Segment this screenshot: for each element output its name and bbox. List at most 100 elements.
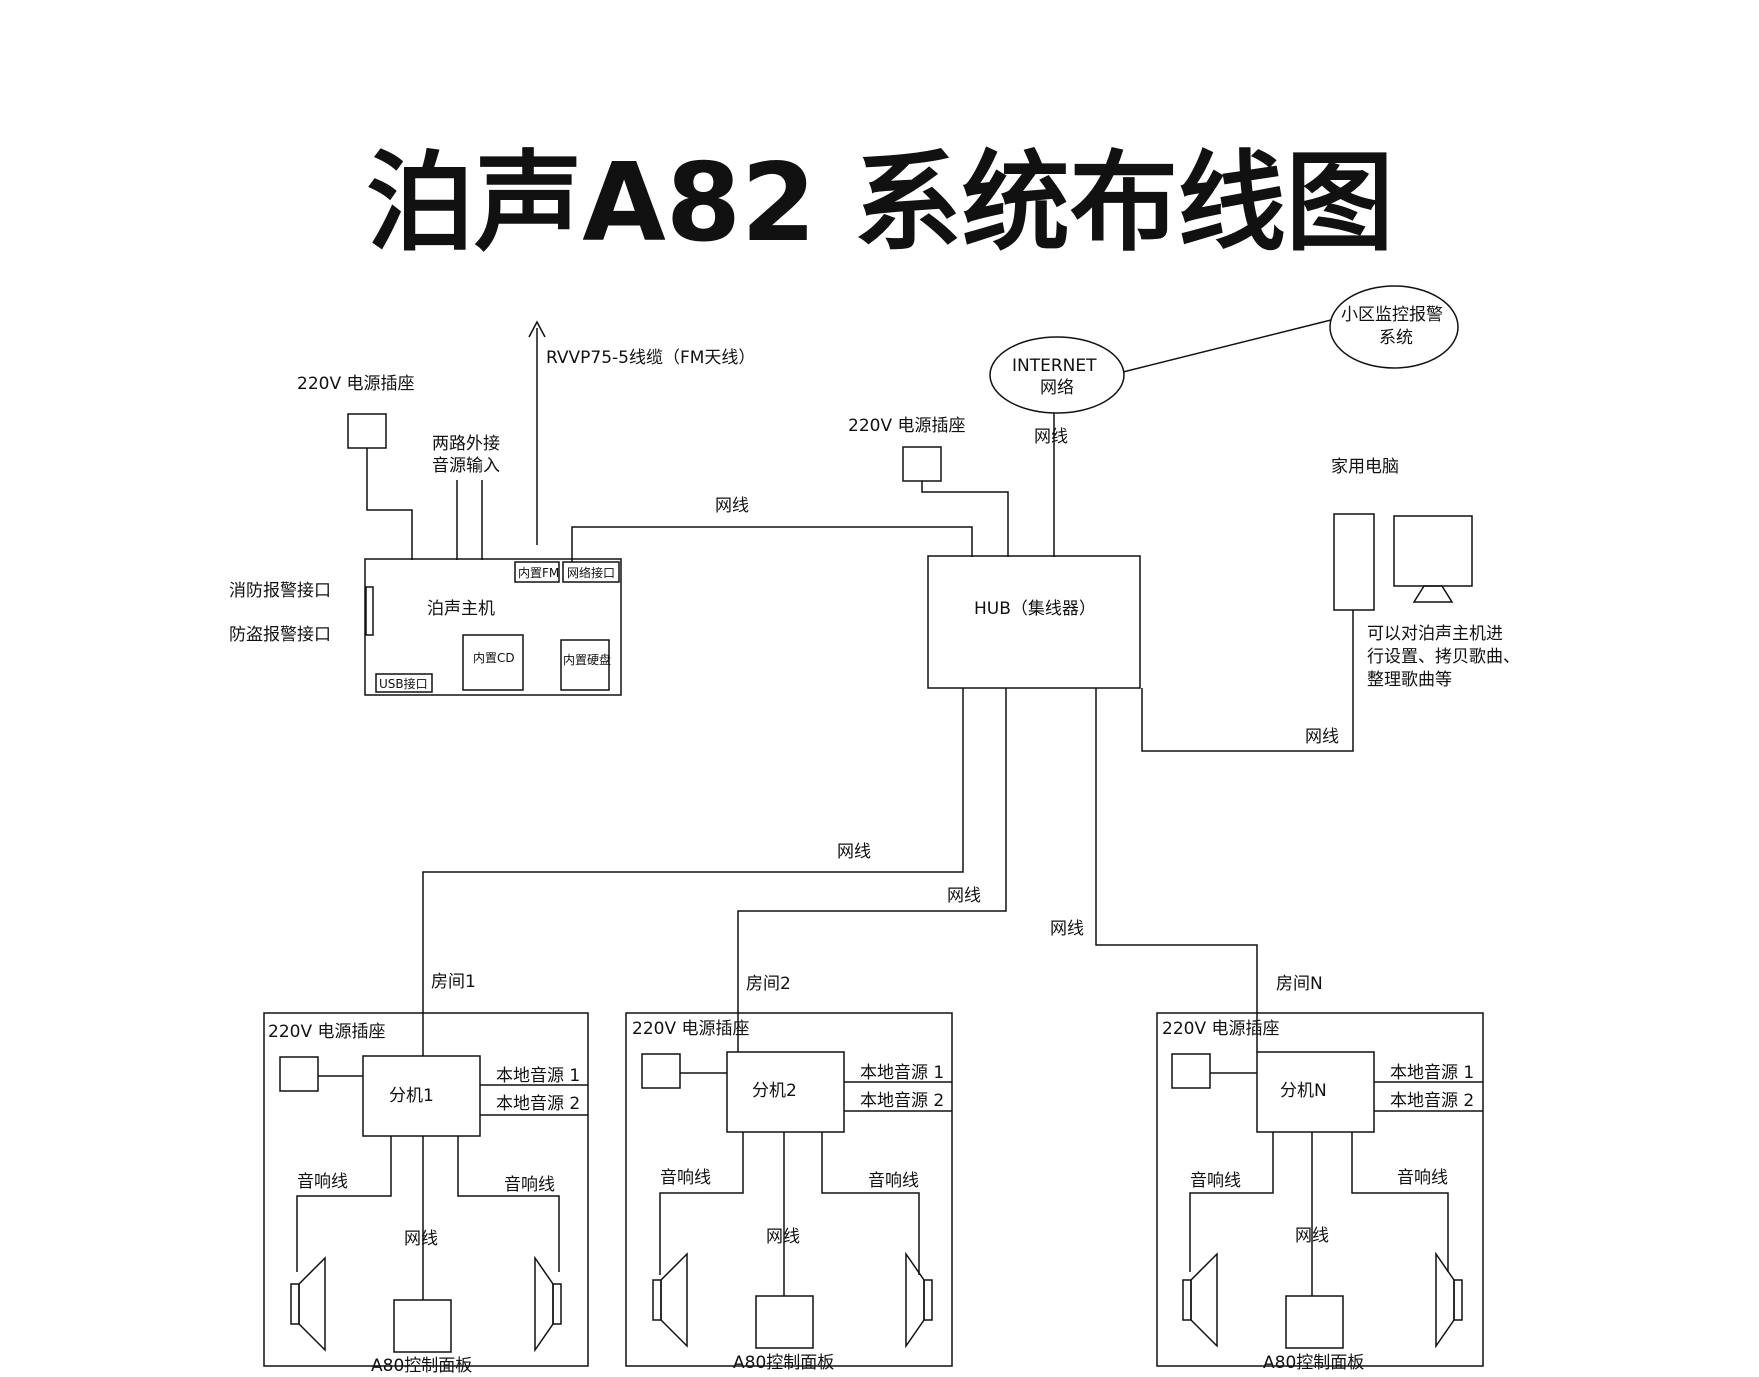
room-1-right-speaker-icon: [534, 1255, 562, 1353]
community-alarm-label-2: 系统: [1379, 328, 1413, 348]
room-2-local-1: 本地音源 1: [860, 1063, 944, 1083]
room-n-sub-label: 分机N: [1280, 1081, 1327, 1101]
cd-drive: [462, 634, 524, 691]
room-1-left-speaker-icon: [290, 1256, 326, 1352]
room-n: 220V 电源插座 分机N 本地音源 1 本地音源 2 音响线 音响线 网线 A…: [1156, 1012, 1484, 1373]
room2-cable-label: 网线: [947, 886, 981, 906]
room-1-speaker-wire-label-right: 音响线: [504, 1175, 555, 1195]
room-2-right-speaker-wire: [821, 1132, 920, 1275]
room-1-local-1: 本地音源 1: [496, 1066, 580, 1086]
room2-label: 房间2: [746, 974, 791, 994]
room-2-left-speaker-icon: [652, 1252, 688, 1348]
room-1-socket-label: 220V 电源插座: [268, 1022, 385, 1042]
room-2: 220V 电源插座 分机2 本地音源 1 本地音源 2 音响线 音响线 网线 A…: [625, 1012, 953, 1373]
room-2-control-panel: [755, 1295, 814, 1349]
room-1: 220V 电源插座 分机1 本地音源 1 本地音源 2 音响线 音响线 网线 A…: [263, 1012, 589, 1376]
hub-power-socket: [902, 446, 942, 482]
host-label: 泊声主机: [427, 599, 495, 619]
room-n-control-panel: [1285, 1295, 1344, 1349]
pc-note-line-2: 行设置、拷贝歌曲、: [1367, 647, 1520, 667]
room-1-power-socket: [279, 1056, 319, 1092]
host-socket-label: 220V 电源插座: [297, 374, 414, 394]
network-port-label: 网络接口: [567, 565, 615, 580]
room-n-right-speaker-wire: [1351, 1132, 1449, 1272]
room-n-right-speaker-icon: [1435, 1251, 1463, 1349]
room-n-speaker-wire-label-left: 音响线: [1190, 1171, 1241, 1191]
antenna-label: RVVP75-5线缆（FM天线）: [546, 348, 755, 368]
hub-roomn-cable: [1095, 688, 1258, 1052]
room-2-panel-label: A80控制面板: [733, 1353, 834, 1373]
room-n-left-speaker-icon: [1182, 1252, 1218, 1348]
ext-audio-label-2: 音源输入: [432, 456, 500, 476]
fm-antenna-icon: [528, 320, 546, 338]
theft-alarm-label: 防盗报警接口: [229, 625, 331, 645]
room-1-panel-label: A80控制面板: [371, 1356, 472, 1376]
room-n-socket-label: 220V 电源插座: [1162, 1019, 1279, 1039]
room-1-frame: [263, 1012, 589, 1367]
room-2-local-2: 本地音源 2: [860, 1091, 944, 1111]
internet-cable-label: 网线: [1034, 427, 1068, 447]
room-n-sub-unit: [1256, 1051, 1375, 1133]
room-2-socket-label: 220V 电源插座: [632, 1019, 749, 1039]
room-2-sub-label: 分机2: [752, 1081, 797, 1101]
pc-monitor-stand-icon: [1412, 585, 1454, 603]
room-n-local-2: 本地音源 2: [1390, 1091, 1474, 1111]
hub-label: HUB（集线器）: [974, 599, 1096, 619]
host-unit: [364, 558, 622, 696]
alarm-port: [365, 586, 374, 636]
room-n-left-speaker-wire: [1189, 1132, 1274, 1272]
hard-disk-label: 内置硬盘: [563, 652, 611, 667]
pc-note-line-3: 整理歌曲等: [1367, 670, 1452, 690]
pc-label: 家用电脑: [1331, 457, 1399, 477]
hub-room2-cable: [737, 688, 1007, 1052]
room-n-local-1: 本地音源 1: [1390, 1063, 1474, 1083]
hub-room1-cable: [422, 688, 964, 1056]
room1-cable-label: 网线: [837, 842, 871, 862]
hub-pc-cable-label: 网线: [1305, 727, 1339, 747]
room-2-power-socket: [641, 1053, 681, 1089]
room1-label: 房间1: [431, 972, 476, 992]
room-1-right-speaker-wire: [457, 1136, 560, 1272]
host-socket-wire: [366, 448, 413, 560]
host-hub-cable-label: 网线: [715, 496, 749, 516]
room-2-right-speaker-icon: [905, 1251, 933, 1349]
roomn-label: 房间N: [1276, 974, 1323, 994]
room-n-speaker-wire-label-right: 音响线: [1397, 1168, 1448, 1188]
internet-label: INTERNET: [1012, 356, 1097, 376]
hub-socket-wire: [921, 481, 1009, 557]
community-alarm-system: [1329, 285, 1459, 369]
room-2-panel-cable-label: 网线: [766, 1227, 800, 1247]
pc-note-line-1: 可以对泊声主机进: [1367, 624, 1503, 644]
room-2-left-speaker-wire: [659, 1132, 744, 1275]
usb-port-label: USB接口: [379, 676, 428, 691]
host-hub-cable: [571, 526, 973, 562]
community-alarm-label: 小区监控报警: [1341, 305, 1443, 325]
internet-cloud: [989, 336, 1125, 414]
room-1-sub-label: 分机1: [389, 1086, 434, 1106]
cd-drive-label: 内置CD: [473, 651, 515, 665]
room-n-panel-label: A80控制面板: [1263, 1353, 1364, 1373]
hub-pc-cable: [1141, 610, 1354, 752]
room-2-frame: [625, 1012, 953, 1367]
room-n-panel-cable-label: 网线: [1295, 1226, 1329, 1246]
hub-unit: [927, 555, 1141, 689]
ext-audio-label-1: 两路外接: [432, 434, 500, 454]
room-2-speaker-wire-label-right: 音响线: [868, 1171, 919, 1191]
room-n-power-socket: [1171, 1053, 1211, 1089]
room-1-panel-cable-label: 网线: [404, 1229, 438, 1249]
fm-port-label: 内置FM: [518, 566, 559, 580]
room-2-sub-unit: [726, 1051, 845, 1133]
network-port: [562, 561, 620, 583]
fm-port: [514, 561, 560, 583]
internet-community-link: [1122, 319, 1332, 373]
room-1-left-speaker-wire: [296, 1136, 392, 1272]
internet-label-2: 网络: [1040, 378, 1074, 398]
room-2-speaker-wire-label-left: 音响线: [660, 1168, 711, 1188]
room-n-frame: [1156, 1012, 1484, 1367]
hard-disk: [560, 639, 610, 691]
pc-monitor-icon: [1393, 515, 1473, 587]
pc-tower-icon: [1333, 513, 1375, 611]
room-1-control-panel: [393, 1299, 452, 1353]
room-1-sub-unit: [362, 1055, 481, 1137]
